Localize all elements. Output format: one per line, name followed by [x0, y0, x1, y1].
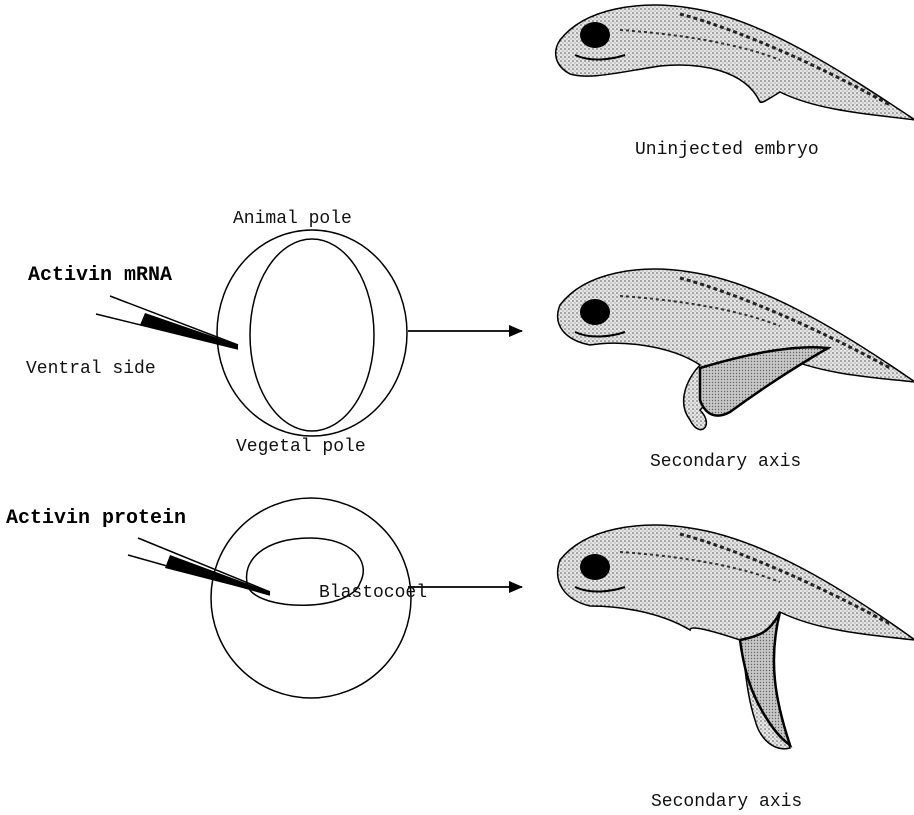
- vegetal-pole-label: Vegetal pole: [236, 438, 366, 456]
- ventral-side-label: Ventral side: [26, 360, 156, 378]
- uninjected-tadpole: [556, 5, 914, 120]
- needle-mrna: [96, 296, 238, 349]
- secondary-axis-label-2: Secondary axis: [651, 793, 802, 811]
- secondary-axis-tadpole-2: [558, 525, 914, 749]
- blastocoel-label: Blastocoel: [319, 584, 427, 602]
- egg-mrna: [217, 230, 407, 436]
- uninjected-embryo-label: Uninjected embryo: [635, 141, 819, 159]
- animal-pole-label: Animal pole: [233, 210, 352, 228]
- activin-mrna-label: Activin mRNA: [28, 266, 172, 286]
- activin-protein-label: Activin protein: [6, 509, 186, 529]
- secondary-axis-label-1: Secondary axis: [650, 453, 801, 471]
- secondary-axis-tadpole-1: [558, 269, 914, 430]
